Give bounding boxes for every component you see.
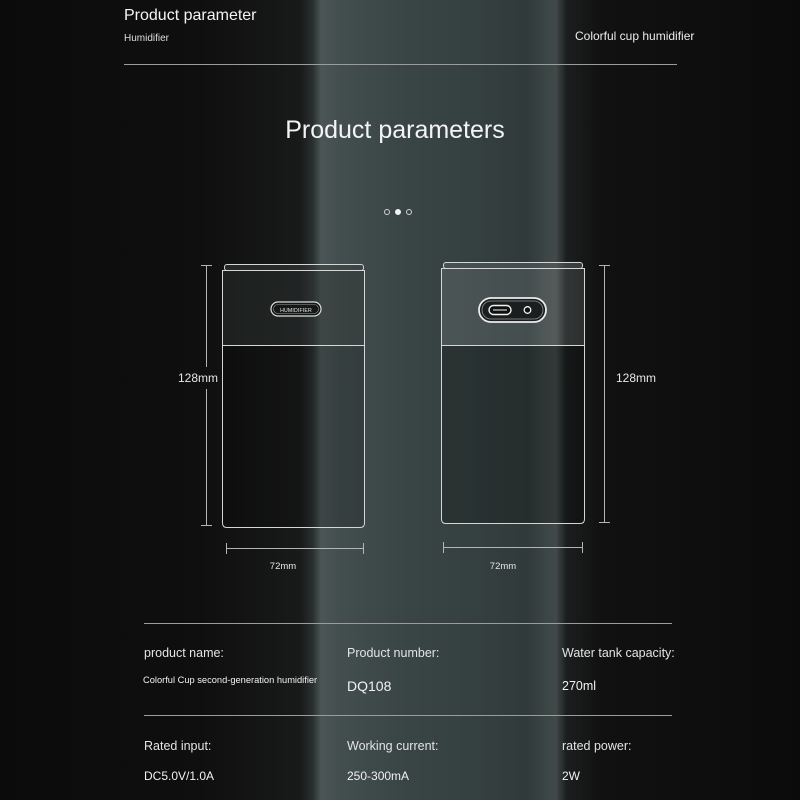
pager xyxy=(384,209,412,215)
header-product-line: Colorful cup humidifier xyxy=(575,29,695,43)
usb-c-port-icon xyxy=(488,304,512,316)
back-width-label: 72mm xyxy=(489,561,517,572)
pager-dot[interactable] xyxy=(395,209,401,215)
header-title: Product parameter xyxy=(124,7,257,24)
back-height-dimension xyxy=(599,265,610,523)
spec-divider-middle xyxy=(144,715,672,716)
spec-label-working-current: Working current: xyxy=(347,739,439,753)
spec-value-rated-input: DC5.0V/1.0A xyxy=(144,769,215,783)
pager-dot[interactable] xyxy=(384,209,390,215)
back-width-dimension xyxy=(443,542,583,553)
pager-dot[interactable] xyxy=(406,209,412,215)
header-subtitle: Humidifier xyxy=(124,33,170,44)
port-capsule xyxy=(478,297,547,323)
usb-c-slot xyxy=(488,304,512,316)
spec-label-rated-power: rated power: xyxy=(562,739,632,753)
back-view-humidifier xyxy=(441,262,585,524)
back-top-rim xyxy=(443,262,583,269)
back-body xyxy=(441,345,585,524)
spec-divider-top xyxy=(144,623,672,624)
spec-label-product-number: Product number: xyxy=(347,646,440,660)
front-height-dimension xyxy=(201,265,212,526)
front-width-label: 72mm xyxy=(269,561,297,572)
port-capsule-inner xyxy=(481,300,544,320)
front-width-dimension xyxy=(226,543,364,554)
header-divider xyxy=(124,64,677,65)
humidifier-badge-icon: HUMIDIFIER xyxy=(270,301,322,317)
spec-value-product-number: DQ108 xyxy=(347,678,392,694)
spec-value-tank-capacity: 270ml xyxy=(562,679,597,693)
indicator-hole-icon xyxy=(523,306,532,314)
front-lid xyxy=(222,270,365,346)
section-title: Product parameters xyxy=(285,116,505,144)
spec-value-rated-power: 2W xyxy=(562,769,580,783)
spec-label-product-name: product name: xyxy=(144,646,224,660)
spec-label-rated-input: Rated input: xyxy=(144,739,212,753)
back-height-label: 128mm xyxy=(616,371,657,385)
port-panel xyxy=(478,297,547,323)
badge-inner xyxy=(273,304,319,314)
spec-label-tank-capacity: Water tank capacity: xyxy=(562,646,675,660)
front-body xyxy=(222,345,365,528)
back-lid xyxy=(441,268,585,346)
front-height-label: 128mm xyxy=(178,371,219,385)
spec-value-product-name: Colorful Cup second-generation humidifie… xyxy=(143,675,318,685)
front-view-humidifier: HUMIDIFIER xyxy=(222,264,365,528)
front-top-rim xyxy=(224,264,364,271)
badge-outer xyxy=(270,301,322,317)
badge-text: HUMIDIFIER xyxy=(280,308,312,314)
spec-value-working-current: 250-300mA xyxy=(347,769,410,783)
